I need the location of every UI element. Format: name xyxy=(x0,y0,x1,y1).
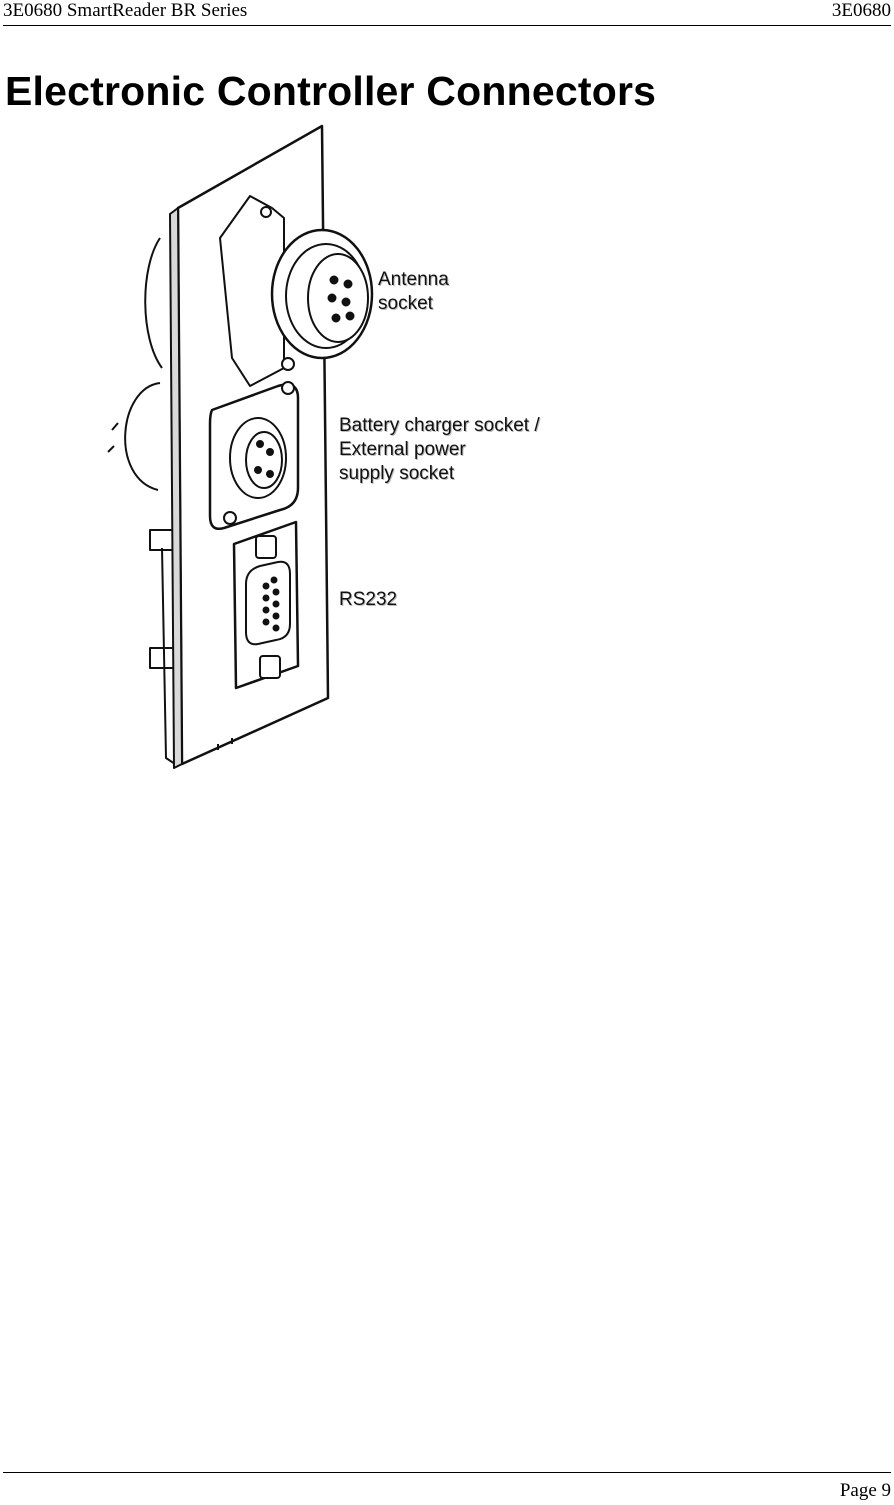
page-number: Page 9 xyxy=(839,1480,891,1501)
mounting-plate-edge xyxy=(169,207,183,769)
rear-cylinder-outline xyxy=(124,382,161,491)
antenna-socket-label: Antenna socket xyxy=(378,268,449,316)
battery-label-line-3: supply socket xyxy=(339,463,455,484)
page-title: Electronic Controller Connectors xyxy=(5,68,657,114)
controller-connector-drawing xyxy=(100,118,620,778)
antenna-socket xyxy=(219,195,374,387)
page-header: 3E0680 SmartReader BR Series 3E0680 xyxy=(3,0,891,26)
antenna-label-line-1: Antenna xyxy=(378,269,449,290)
battery-charger-socket xyxy=(208,381,300,530)
battery-label-line-1: Battery charger socket / xyxy=(339,415,540,436)
battery-charger-socket-label: Battery charger socket / External power … xyxy=(339,414,540,486)
page-footer: Page 9 xyxy=(3,1472,891,1505)
rs232-label-line-1: RS232 xyxy=(339,589,398,610)
controller-panel-illustration xyxy=(107,124,374,769)
battery-label-line-2: External power xyxy=(339,439,466,460)
rs232-label: RS232 xyxy=(339,588,397,612)
header-document-title: 3E0680 SmartReader BR Series xyxy=(3,0,248,21)
rear-housing-outline xyxy=(144,237,163,369)
header-document-code: 3E0680 xyxy=(831,0,891,21)
antenna-label-line-2: socket xyxy=(378,293,433,314)
rs232-connector xyxy=(232,520,300,690)
